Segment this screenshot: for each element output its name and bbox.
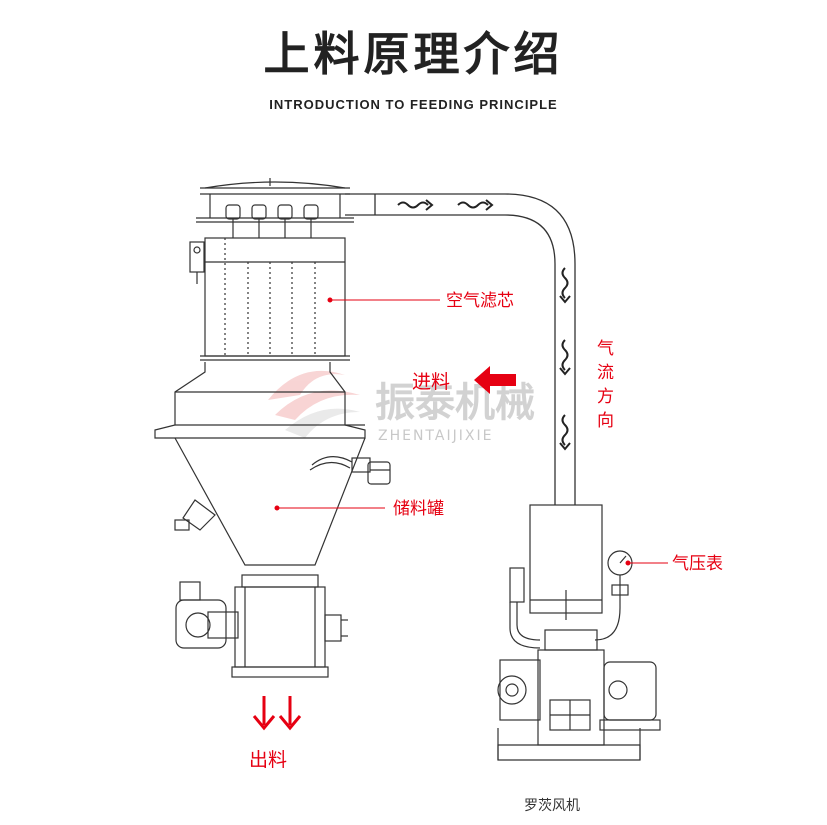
label-air-filter: 空气滤芯: [446, 291, 514, 311]
svg-text:方: 方: [597, 387, 614, 407]
pulse-valves: [225, 204, 319, 238]
storage-tank: [154, 362, 391, 566]
page-subtitle: INTRODUCTION TO FEEDING PRINCIPLE: [269, 97, 558, 112]
page-title: 上料原理介绍: [263, 27, 564, 81]
callout-lines: [274, 297, 668, 566]
label-airflow-direction: 气 流 方 向: [597, 339, 614, 431]
svg-text:向: 向: [597, 411, 614, 431]
label-feed-in: 进料: [412, 371, 450, 393]
watermark-brand: 振泰机械: [375, 380, 535, 426]
svg-text:气: 气: [597, 339, 614, 359]
watermark-logo: [268, 370, 360, 438]
svg-text:流: 流: [597, 363, 614, 383]
discharge-arrow-icon: [252, 696, 302, 731]
filter-unit: [189, 178, 354, 361]
label-discharge: 出料: [249, 749, 287, 771]
roots-blower: [497, 504, 661, 761]
feed-in-arrow-icon: [474, 366, 516, 394]
label-roots-blower: 罗茨风机: [524, 798, 580, 814]
rotary-valve: [175, 574, 348, 678]
airflow-arrows: [397, 199, 571, 451]
watermark-pinyin: ZHENTAIJIXIE: [378, 428, 493, 444]
label-storage-tank: 储料罐: [393, 499, 444, 519]
conveying-pipe: [345, 193, 576, 505]
label-pressure-gauge: 气压表: [672, 554, 723, 574]
